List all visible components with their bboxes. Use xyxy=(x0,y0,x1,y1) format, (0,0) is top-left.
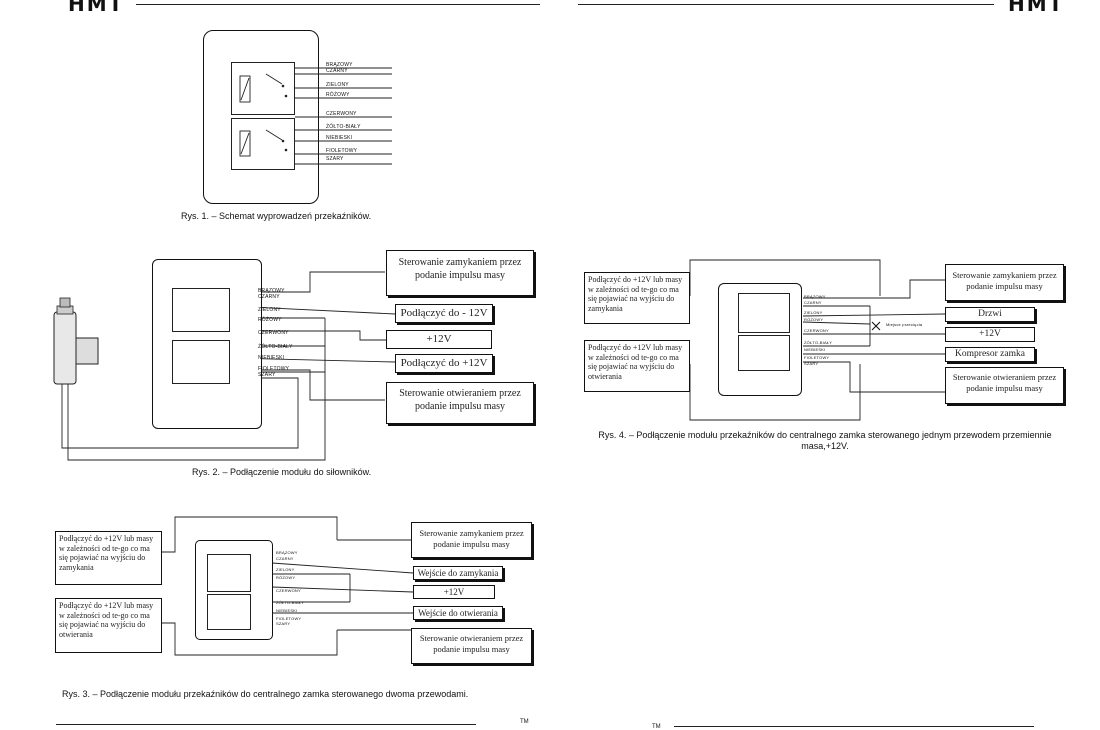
ctrl-close-box: Sterowanie zamykaniem przez podanie impu… xyxy=(945,264,1064,301)
wire-label-green: ZIELONY xyxy=(804,310,823,315)
wire-label-yellow-white: ŻÓŁTO-BIAŁY xyxy=(276,600,305,605)
wire-label-red: CZERWONY xyxy=(276,588,301,593)
ctrl-open-box: Sterowanie otwieraniem przez podanie imp… xyxy=(386,382,534,424)
fig4-caption: Rys. 4. – Podłączenie modułu przekaźnikó… xyxy=(598,430,1052,451)
wire-label-yellow-white: ŻÓŁTO-BIAŁY xyxy=(258,344,293,350)
trademark-right: TM xyxy=(652,724,661,730)
plus12-box: +12V xyxy=(386,330,492,349)
wire-label-blue: NIEBIESKI xyxy=(276,608,298,613)
relay-module xyxy=(152,259,262,429)
connect-minus-box: Podłączyć do - 12V xyxy=(395,304,493,323)
wire-label-brown: BRĄZOWY xyxy=(258,288,285,294)
relay-2 xyxy=(738,335,790,371)
fig1-wires xyxy=(239,67,392,165)
relay-module xyxy=(718,283,802,396)
wire-label-black: CZARNY xyxy=(276,556,294,561)
wire-label-green: ZIELONY xyxy=(326,82,349,88)
wire-label-violet: FIOLETOWY xyxy=(258,366,290,372)
input-close-box: Wejście do zamykania xyxy=(413,566,503,580)
plus12-box: +12V xyxy=(413,585,495,599)
wire-label-grey: SZARY xyxy=(276,621,291,626)
wire-label-pink: RÓŻOWY xyxy=(276,575,296,580)
wire-label-violet: FIOLETOWY xyxy=(326,148,358,154)
relay-1 xyxy=(738,293,790,333)
wire-label-red: CZERWONY xyxy=(804,328,829,333)
wire-label-brown: BRĄZOWY xyxy=(804,294,826,299)
fig2-wires xyxy=(53,271,396,461)
wire-label-violet: FIOLETOWY xyxy=(804,355,830,360)
brand-logo-left: HMT xyxy=(68,0,125,12)
wire-label-violet: FIOLETOWY xyxy=(276,616,302,621)
wire-label-green: ZIELONY xyxy=(258,307,281,313)
note-close: Podłączyć do +12V lub masy w zależności … xyxy=(55,531,162,585)
wire-label-green: ZIELONY xyxy=(276,567,295,572)
relay-2 xyxy=(207,594,251,630)
wire-label-blue: NIEBIESKI xyxy=(326,135,353,141)
ctrl-close-box: Sterowanie zamykaniem przez podanie impu… xyxy=(386,250,534,296)
fig3-caption: Rys. 3. – Podłączenie modułu przekaźnikó… xyxy=(62,689,469,699)
relay-2 xyxy=(231,118,295,170)
wire-label-pink: RÓŻOWY xyxy=(258,317,282,323)
wire-label-pink: RÓŻOWY xyxy=(804,317,824,322)
connect-plus-box: Podłączyć do +12V xyxy=(395,354,493,373)
note-open: Podłączyć do +12V lub masy w zależności … xyxy=(55,598,162,653)
wire-label-blue: NIEBIESKI xyxy=(258,355,285,361)
header-rule-left xyxy=(136,4,540,5)
fig1-caption: Rys. 1. – Schemat wyprowadzeń przekaźnik… xyxy=(181,211,372,221)
header-rule-right xyxy=(578,4,994,5)
footer-rule-right xyxy=(674,726,1034,727)
fig3-wires xyxy=(162,516,414,656)
relay-1 xyxy=(207,554,251,592)
wire-label-red: CZERWONY xyxy=(258,330,289,336)
footer-rule-left xyxy=(56,724,476,725)
ctrl-close-box: Sterowanie zamykaniem przez podanie impu… xyxy=(411,522,532,558)
ctrl-open-box: Sterowanie otwieraniem przez podanie imp… xyxy=(945,367,1064,404)
wire-label-grey: SZARY xyxy=(326,156,344,162)
trademark-left: TM xyxy=(520,719,529,725)
wire-label-black: CZARNY xyxy=(326,68,348,74)
note-open: Podłączyć do +12V lub masy w zależności … xyxy=(584,340,690,392)
brand-logo-right: HMT xyxy=(1008,0,1065,12)
fig2-caption: Rys. 2. – Podłączenie modułu do siłownik… xyxy=(192,467,372,477)
relay-module xyxy=(195,540,273,640)
left-page: HMT BRĄZOWY CZARN xyxy=(53,0,540,725)
lock-compressor-box: Kompresor zamka xyxy=(945,347,1035,362)
wire-label-grey: SZARY xyxy=(804,361,819,366)
wire-label-grey: SZARY xyxy=(258,372,276,378)
input-open-box: Wejście do otwierania xyxy=(413,606,503,620)
relay-1 xyxy=(231,62,295,115)
wire-label-blue: NIEBIESKI xyxy=(804,347,826,352)
wire-label-pink: RÓŻOWY xyxy=(326,92,350,98)
wire-label-brown: BRĄZOWY xyxy=(326,62,353,68)
plus12-box: +12V xyxy=(945,327,1035,342)
wire-label-black: CZARNY xyxy=(258,294,280,300)
right-page: HMT BRĄZOWY C xyxy=(550,0,1100,730)
relay-1 xyxy=(172,288,230,332)
wire-label-brown: BRĄZOWY xyxy=(276,550,298,555)
cut-label: Miejsce przecięcia xyxy=(886,322,923,327)
wire-label-red: CZERWONY xyxy=(326,111,357,117)
wire-label-yellow-white: ŻÓŁTO-BIAŁY xyxy=(326,124,361,130)
note-close: Podłączyć do +12V lub masy w zależności … xyxy=(584,272,690,324)
ctrl-open-box: Sterowanie otwieraniem przez podanie imp… xyxy=(411,628,532,664)
doors-box: Drzwi xyxy=(945,307,1035,322)
wire-label-black: CZARNY xyxy=(804,300,822,305)
wire-label-yellow-white: ŻÓŁTO-BIAŁY xyxy=(804,340,833,345)
relay-2 xyxy=(172,340,230,384)
